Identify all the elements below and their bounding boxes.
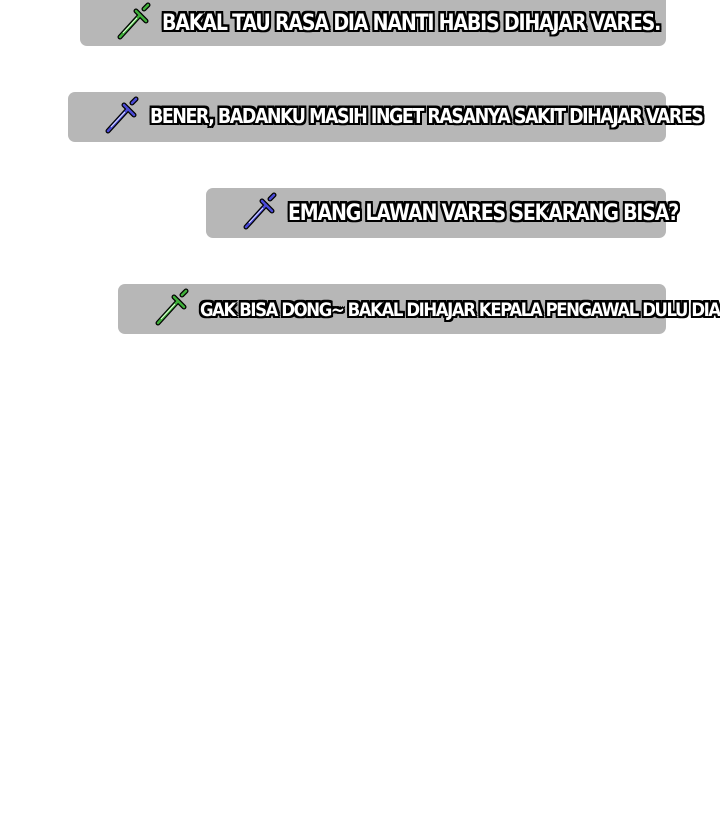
blue-sword-icon xyxy=(243,192,277,230)
chat-message-text: BAKAL TAU RASA DIA NANTI HABIS DIHAJAR V… xyxy=(162,10,661,36)
green-sword-icon xyxy=(155,288,189,326)
chat-message-text: BENER, BADANKU MASIH INGET RASANYA SAKIT… xyxy=(150,105,704,129)
chat-message-1: BAKAL TAU RASA DIA NANTI HABIS DIHAJAR V… xyxy=(80,0,666,46)
chat-message-text: GAK BISA DONG~ BAKAL DIHAJAR KEPALA PENG… xyxy=(200,298,720,320)
blue-sword-icon xyxy=(105,96,139,134)
green-sword-icon xyxy=(117,2,151,40)
chat-message-4: GAK BISA DONG~ BAKAL DIHAJAR KEPALA PENG… xyxy=(118,284,720,334)
chat-message-text: EMANG LAWAN VARES SEKARANG BISA? xyxy=(288,200,679,226)
chat-message-3: EMANG LAWAN VARES SEKARANG BISA? xyxy=(206,188,679,238)
chat-message-2: BENER, BADANKU MASIH INGET RASANYA SAKIT… xyxy=(68,92,704,142)
